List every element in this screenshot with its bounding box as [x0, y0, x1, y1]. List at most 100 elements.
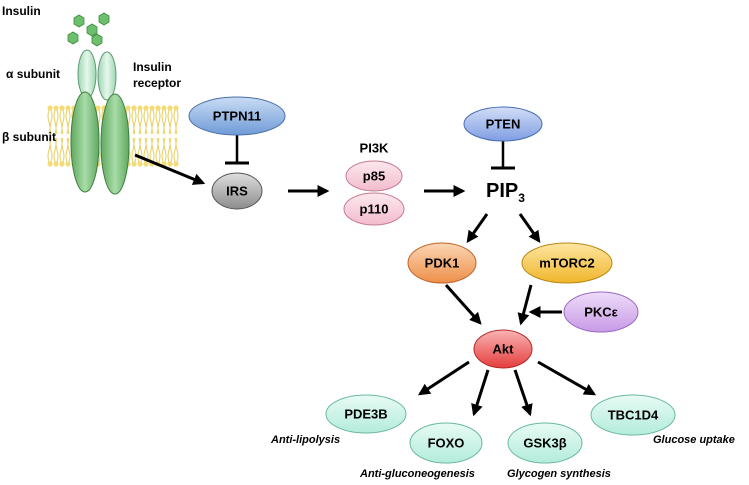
arrow-mtorc2-to-akt	[517, 284, 533, 326]
gsk3b-label: GSK3β	[523, 436, 566, 451]
pdk1-label: PDK1	[425, 256, 460, 271]
arrow-pip3-to-pdk1	[466, 213, 489, 243]
lipid-tail	[137, 109, 143, 135]
lipid-tail	[161, 137, 167, 163]
glucose-uptake-label: Glucose uptake	[653, 434, 735, 446]
arrow-akt-to-gsk3b	[513, 369, 533, 417]
insulin-hexagon	[86, 23, 98, 37]
lipid-tail	[53, 109, 59, 135]
tbc1d4-label: TBC1D4	[608, 408, 659, 423]
pten-node: PTEN	[463, 106, 543, 142]
lipid-head	[137, 105, 143, 111]
lipid-head	[167, 161, 173, 167]
glycogen-synthesis-label: Glycogen synthesis	[507, 468, 611, 480]
lipid-head	[143, 105, 149, 111]
akt-node: Akt	[473, 329, 533, 369]
lipid-tail	[149, 137, 155, 163]
lipid-head	[59, 105, 65, 111]
alpha-subunit-label: α subunit	[6, 67, 60, 81]
p110-node: p110	[343, 192, 405, 226]
lipid-head	[47, 105, 53, 111]
lipid-tail	[65, 137, 71, 163]
pkce-label: PKCε	[584, 305, 618, 320]
insulin-receptor	[70, 49, 130, 195]
pde3b-label: PDE3B	[344, 407, 387, 422]
irs-node: IRS	[211, 172, 263, 210]
inhibition-pten-pip3	[491, 141, 515, 170]
lipid-tail	[155, 109, 161, 135]
lipid-head	[155, 105, 161, 111]
p85-label: p85	[363, 169, 385, 184]
pi3k-label: PI3K	[360, 141, 390, 156]
lipid-tail	[149, 109, 155, 135]
lipid-tail	[47, 109, 53, 135]
lipid-head	[131, 161, 137, 167]
beta-subunit-label: β subunit	[2, 130, 56, 144]
lipid-head	[143, 161, 149, 167]
mtorc2-node: mTORC2	[521, 242, 613, 284]
lipid-tail	[173, 137, 179, 163]
pip3-label: PIP3	[486, 180, 525, 205]
insulin-receptor-label-line2: receptor	[133, 76, 181, 90]
lipid-head	[161, 105, 167, 111]
gsk3b-node: GSK3β	[507, 422, 583, 464]
arrow-akt-to-tbc1d4	[537, 360, 597, 396]
mtorc2-label: mTORC2	[539, 256, 594, 271]
lipid-head	[59, 161, 65, 167]
pathway-arrows	[134, 153, 597, 417]
lipid-head	[65, 161, 71, 167]
lipid-head	[65, 105, 71, 111]
lipid-head	[167, 105, 173, 111]
alpha-subunit-right	[97, 51, 117, 101]
lipid-tail	[53, 137, 59, 163]
insulin-molecules	[67, 12, 110, 47]
lipid-head	[53, 105, 59, 111]
lipid-tail	[143, 109, 149, 135]
ptpn11-node: PTPN11	[188, 96, 286, 136]
lipid-tail	[65, 109, 71, 135]
lipid-tail	[131, 109, 137, 135]
beta-subunit-left	[70, 91, 100, 193]
arrow-receptor-to-irs	[134, 153, 206, 185]
lipid-tail	[47, 137, 53, 163]
lipid-head	[53, 161, 59, 167]
lipid-tail	[173, 109, 179, 135]
arrow-akt-to-pde3b	[417, 360, 470, 396]
pkce-node: PKCε	[563, 291, 639, 333]
anti-lipolysis-label: Anti-lipolysis	[270, 434, 340, 446]
anti-gluconeogenesis-label: Anti-gluconeogenesis	[359, 468, 475, 480]
insulin-receptor-label-line1: Insulin	[133, 60, 172, 74]
insulin-hexagon	[98, 12, 110, 26]
foxo-node: FOXO	[409, 422, 483, 464]
pten-label: PTEN	[486, 117, 521, 132]
lipid-tail	[167, 137, 173, 163]
lipid-tail	[161, 109, 167, 135]
lipid-head	[95, 105, 101, 111]
beta-subunit-right	[100, 93, 130, 195]
lipid-tail	[131, 137, 137, 163]
lipid-tail	[167, 109, 173, 135]
pdk1-node: PDK1	[407, 242, 477, 284]
ptpn11-label: PTPN11	[213, 109, 261, 124]
arrow-akt-to-foxo	[471, 369, 490, 417]
arrow-pdk1-to-akt	[444, 283, 482, 325]
lipid-head	[173, 105, 179, 111]
p85-node: p85	[345, 160, 403, 192]
insulin-hexagon	[67, 31, 79, 45]
irs-label: IRS	[226, 184, 248, 199]
insulin-label: Insulin	[2, 4, 41, 18]
lipid-tail	[155, 137, 161, 163]
lipid-head	[149, 105, 155, 111]
arrow-pip3-to-mtorc2	[518, 213, 541, 243]
insulin-hexagon	[91, 33, 103, 47]
pde3b-node: PDE3B	[325, 394, 407, 434]
foxo-label: FOXO	[428, 436, 465, 451]
tbc1d4-node: TBC1D4	[590, 394, 676, 436]
alpha-subunit-left	[77, 49, 97, 99]
insulin-hexagon	[73, 14, 85, 28]
lipid-head	[125, 105, 131, 111]
lipid-head	[137, 161, 143, 167]
lipid-tail	[59, 137, 65, 163]
inhibition-ptpn11-irs	[225, 135, 249, 165]
